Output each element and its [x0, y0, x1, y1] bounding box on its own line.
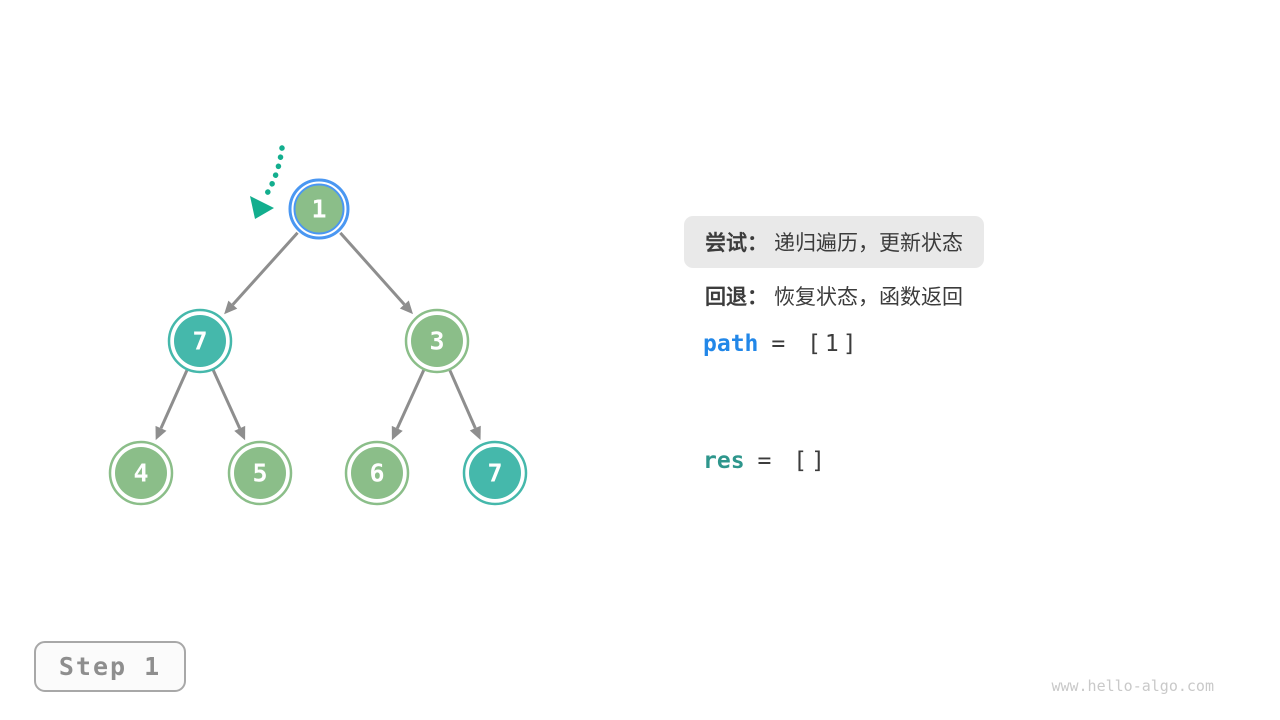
step-indicator: Step 1 — [34, 641, 186, 692]
res-variable: res = [] — [703, 448, 829, 474]
node-label: 3 — [429, 327, 444, 356]
res-variable-value: = [] — [757, 448, 829, 474]
arrowhead-icon — [155, 425, 167, 441]
tree-edge — [448, 369, 477, 429]
try-label: 尝试： — [705, 232, 768, 255]
arrowhead-icon — [469, 425, 481, 441]
path-variable-name: path — [703, 331, 759, 357]
arrowhead-icon — [391, 425, 403, 441]
node-label: 6 — [369, 459, 384, 488]
node-label: 1 — [311, 195, 326, 224]
arrowhead-icon — [234, 425, 246, 441]
tree-node-7: 7 — [167, 308, 233, 374]
node-label: 7 — [487, 459, 502, 488]
path-variable-value: = [1] — [771, 331, 861, 357]
tree-edge — [159, 369, 189, 429]
tree-node-7: 7 — [462, 440, 528, 506]
tree-node-4: 4 — [108, 440, 174, 506]
path-variable: path = [1] — [703, 331, 861, 357]
try-text: 递归遍历，更新状态 — [774, 232, 963, 255]
tree-node-3: 3 — [404, 308, 470, 374]
node-label: 5 — [252, 459, 267, 488]
arrowhead-icon — [399, 300, 414, 315]
tree-edge — [395, 369, 426, 430]
tree-edge — [231, 231, 299, 306]
tree-edge — [211, 369, 242, 430]
node-label: 4 — [133, 459, 148, 488]
tree-edge — [339, 231, 406, 306]
pointer-arrow-icon — [250, 145, 285, 219]
back-text: 恢复状态，函数返回 — [774, 286, 963, 309]
tree-edges — [155, 231, 481, 441]
node-label: 7 — [192, 327, 207, 356]
res-variable-name: res — [703, 448, 745, 474]
try-callout: 尝试： 递归遍历，更新状态 — [684, 216, 984, 268]
watermark-url: www.hello-algo.com — [1051, 677, 1214, 695]
tree-node-1: 1 — [288, 178, 350, 240]
tree-node-5: 5 — [227, 440, 293, 506]
tree-node-6: 6 — [344, 440, 410, 506]
arrowhead-icon — [224, 300, 238, 315]
back-label: 回退： — [705, 286, 768, 309]
back-callout: 回退： 恢复状态，函数返回 — [705, 281, 963, 311]
